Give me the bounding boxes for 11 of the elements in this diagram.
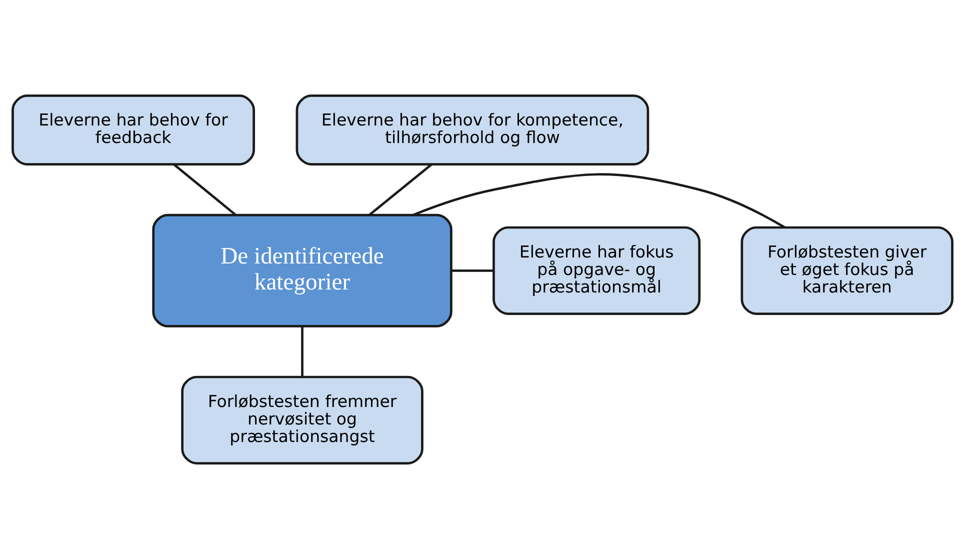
node-box: Eleverne har behov for feedback [12, 94, 255, 165]
node-box: Forløbstesten giver et øget fokus på karakteren [740, 226, 954, 314]
connector [301, 326, 304, 376]
node-box: De identificerede kategorier [152, 213, 452, 327]
connector [173, 162, 236, 216]
connector [412, 172, 786, 228]
connector [368, 162, 432, 216]
connector [452, 268, 494, 272]
node-box: Eleverne har behov for kompetence, tilhørsforhold og flow [296, 94, 650, 165]
node-box: Eleverne har fokus på opgave- og præstationsmål [492, 226, 701, 314]
node-box: Forløbstesten fremmer nervøsitet og præstationsangst [181, 375, 424, 464]
